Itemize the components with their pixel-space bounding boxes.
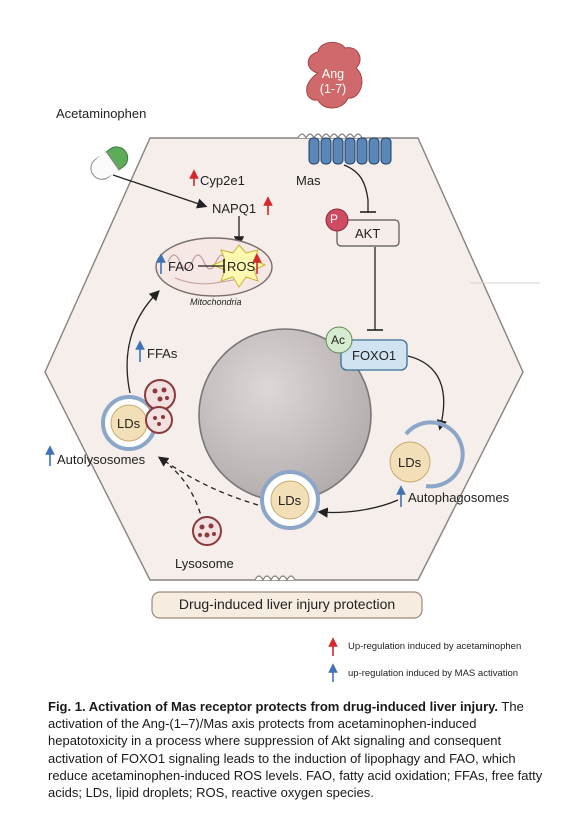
figure: Ang (1-7) Acetaminophen Cyp2e1 Mas NAPQ1…	[44, 42, 540, 682]
ac-circle	[325, 326, 353, 354]
p-label: P	[330, 212, 339, 226]
lysosome-label: Lysosome	[175, 556, 234, 571]
mas-receptor	[308, 137, 392, 165]
lds-autolysosome-label: LDs	[117, 416, 141, 431]
autophagosome-bottom	[260, 470, 320, 530]
lds-bottom-label: LDs	[278, 493, 302, 508]
caption-body: The activation of the Ang-(1–7)/Mas axis…	[48, 699, 543, 801]
ang-label-2: (1-7)	[319, 82, 347, 96]
legend-red-text: Up-regulation induced by acetaminophen	[348, 641, 522, 652]
foxo1-label: FOXO1	[352, 348, 397, 363]
ros-label: ROS	[227, 259, 256, 274]
ang-label-1: Ang	[321, 67, 345, 81]
mitochondria-label: Mitochondria	[190, 297, 242, 307]
autolysosome	[101, 379, 176, 451]
akt-box	[336, 219, 400, 247]
acetaminophen-pill	[90, 146, 129, 180]
ang-peptide	[306, 42, 363, 109]
napq1-label: NAPQ1	[212, 201, 257, 216]
caption-title: Fig. 1. Activation of Mas receptor prote…	[48, 699, 499, 714]
cyp2e1-label: Cyp2e1	[200, 173, 245, 188]
microvilli	[254, 133, 363, 582]
autophagosome-right	[389, 420, 465, 489]
akt-label: AKT	[355, 226, 381, 241]
ac-label: Ac	[331, 333, 346, 347]
legend-blue-text: up-regulation induced by MAS activation	[348, 668, 519, 679]
figure-caption: Fig. 1. Activation of Mas receptor prote…	[48, 698, 546, 801]
autolysosomes-label: Autolysosomes	[57, 452, 146, 467]
autophagosomes-label: Autophagosomes	[408, 490, 510, 505]
p-circle	[325, 208, 349, 232]
protection-box	[151, 591, 423, 619]
figure-graphic	[44, 42, 540, 682]
ffas-label: FFAs	[147, 346, 178, 361]
protection-label: Drug-induced liver injury protection	[178, 596, 396, 612]
foxo1-box	[340, 339, 408, 371]
fao-label: FAO	[168, 259, 195, 274]
acetaminophen-label: Acetaminophen	[56, 106, 147, 121]
mas-label: Mas	[296, 173, 321, 188]
lds-autophagosome-label: LDs	[398, 455, 422, 470]
lysosome	[192, 516, 222, 546]
